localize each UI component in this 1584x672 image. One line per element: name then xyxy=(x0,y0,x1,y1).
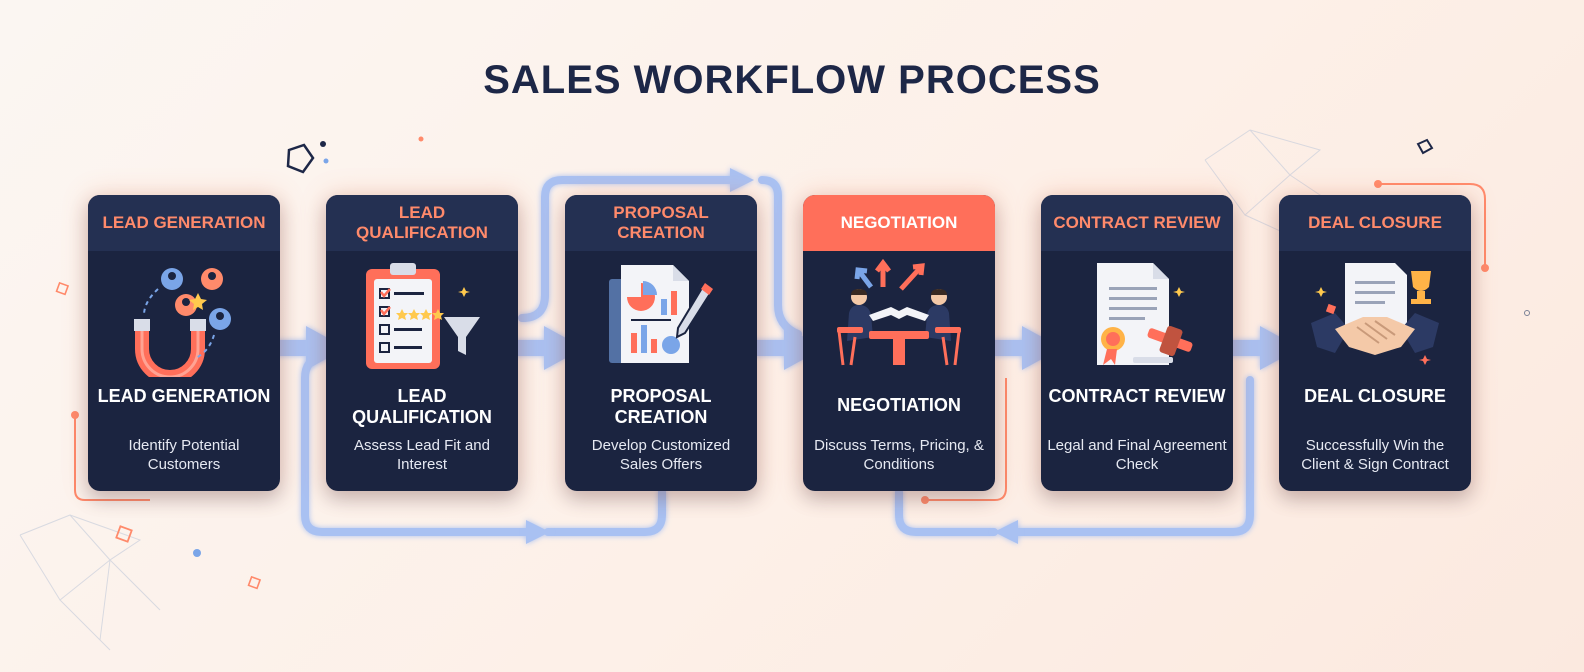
stage-name: DEAL CLOSURE xyxy=(1304,386,1446,406)
stage-description: Legal and Final Agreement Check xyxy=(1047,437,1227,473)
dot-decoration xyxy=(1524,310,1530,316)
stage-description: Develop Customized Sales Offers xyxy=(591,437,731,473)
stage-card-contract-review: CONTRACT REVIEW CONTRACT REVIEW Legal an… xyxy=(1041,195,1233,491)
stage-card-negotiation: NEGOTIATION NEGOTIATION Discuss Terms, P… xyxy=(803,195,995,491)
loop-arrowhead xyxy=(730,168,754,192)
dot-decoration xyxy=(418,136,424,142)
dot-decoration xyxy=(320,141,326,147)
loop-connector-return-left xyxy=(895,488,998,536)
loop-connector-bottom-left xyxy=(301,352,534,536)
stage-header: LEAD QUALIFICATION xyxy=(326,195,518,251)
diamond-decoration xyxy=(115,525,133,543)
stage-name: NEGOTIATION xyxy=(837,395,961,415)
magnet-icon xyxy=(134,268,231,377)
dot-decoration xyxy=(323,158,329,164)
stage-header: LEAD GENERATION xyxy=(88,195,280,251)
page-title: SALES WORKFLOW PROCESS xyxy=(483,58,1101,102)
dot-decoration xyxy=(193,549,201,557)
stage-card-proposal-creation: PROPOSAL CREATION PROPOSAL CREATION Deve… xyxy=(565,195,757,491)
accent-dot xyxy=(1481,264,1489,272)
contract-gavel-icon xyxy=(1097,263,1193,365)
pentagon-decoration xyxy=(286,143,315,174)
handshake-meeting-icon xyxy=(837,258,961,366)
clipboard-checklist-icon xyxy=(366,263,480,369)
stage-header: NEGOTIATION xyxy=(803,195,995,251)
stage-name: PROPOSAL CREATION xyxy=(610,386,712,427)
accent-dot xyxy=(1374,180,1382,188)
accent-lines xyxy=(74,183,1486,501)
diamond-decoration xyxy=(247,575,262,590)
stage-description: Successfully Win the Client & Sign Contr… xyxy=(1301,437,1449,473)
loop-connector-top-return xyxy=(758,176,802,338)
stage-description: Discuss Terms, Pricing, & Conditions xyxy=(814,437,984,473)
stage-card-lead-generation: LEAD GENERATION LEAD GENERATION Identify… xyxy=(88,195,280,491)
stage-card-deal-closure: DEAL CLOSURE DEAL CLOSURE Successfully W… xyxy=(1279,195,1471,491)
stage-name: LEAD GENERATION xyxy=(97,386,271,406)
loop-connector-return xyxy=(1008,376,1254,536)
stage-header: PROPOSAL CREATION xyxy=(565,195,757,251)
accent-dot xyxy=(921,496,929,504)
pentagon-decoration xyxy=(1416,138,1434,155)
diamond-decoration xyxy=(55,281,70,296)
accent-dot xyxy=(71,411,79,419)
stage-name: LEAD QUALIFICATION xyxy=(352,386,492,427)
loop-connector-bottom xyxy=(544,488,666,536)
loop-arrowhead xyxy=(994,520,1018,544)
loop-connector-top xyxy=(518,176,742,322)
stage-header: CONTRACT REVIEW xyxy=(1041,195,1233,251)
stage-header: DEAL CLOSURE xyxy=(1279,195,1471,251)
proposal-document-icon xyxy=(609,265,715,363)
loop-arrowhead xyxy=(526,520,550,544)
stage-description: Assess Lead Fit and Interest xyxy=(354,437,490,473)
stage-description: Identify Potential Customers xyxy=(128,437,240,473)
stage-name: CONTRACT REVIEW xyxy=(1048,386,1226,406)
stage-card-lead-qualification: LEAD QUALIFICATION LEAD QUALIFICATION As… xyxy=(326,195,518,491)
network-decoration-left xyxy=(19,514,161,651)
handshake-trophy-icon xyxy=(1311,263,1439,365)
